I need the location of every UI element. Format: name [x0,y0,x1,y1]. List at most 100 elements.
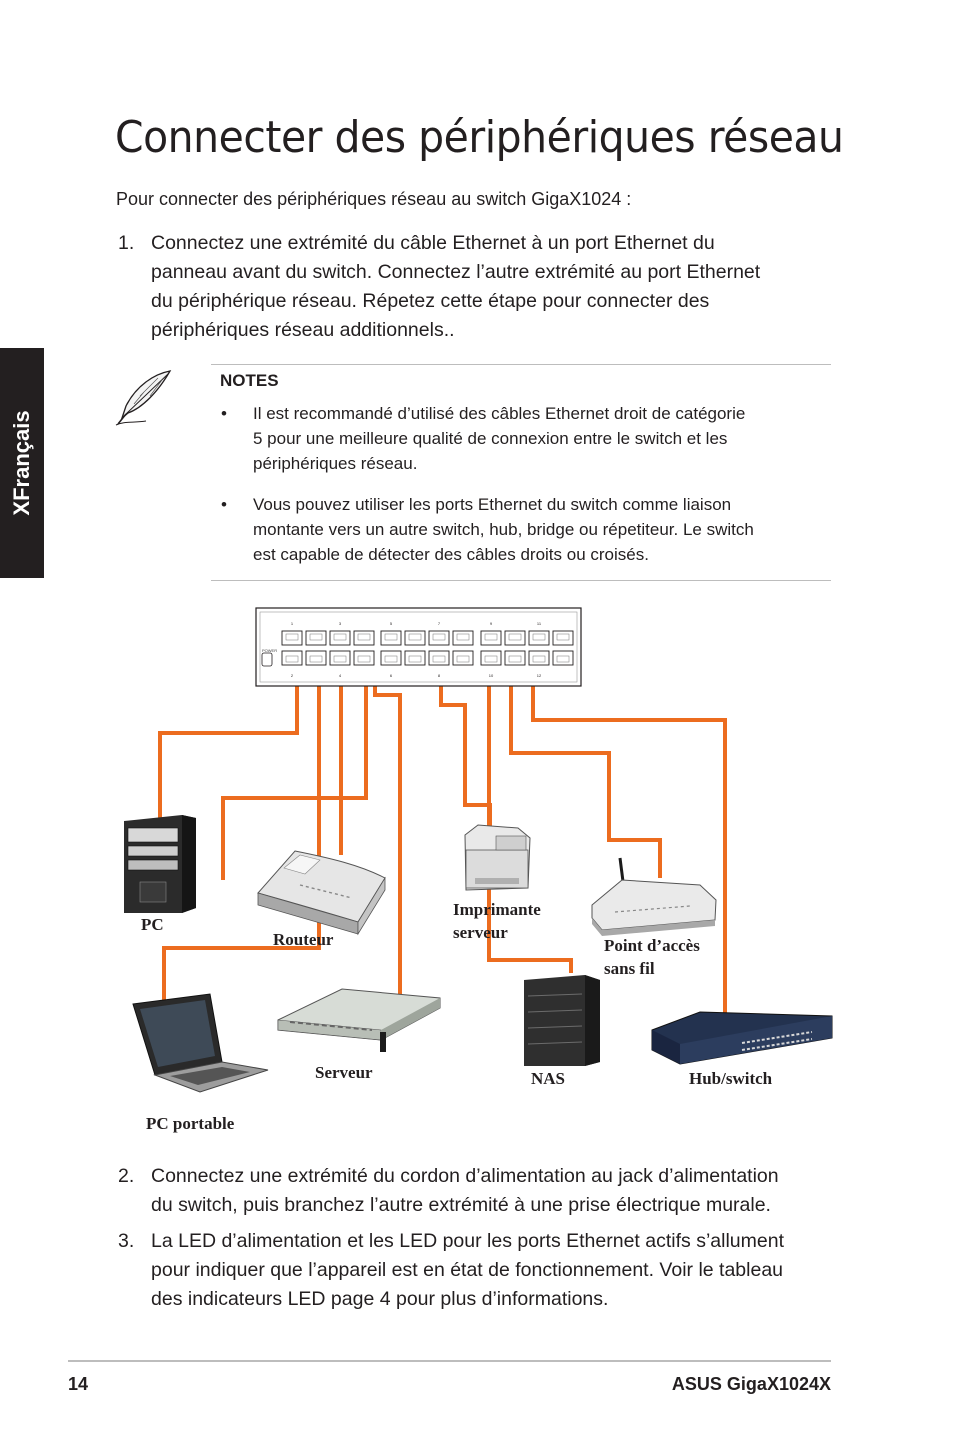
switch-port [329,630,351,646]
pc-tower-icon [124,815,196,913]
note-text: Il est recommandé d’utilisé des câbles E… [253,401,745,476]
switch-port [428,650,450,666]
note-bullet: • [221,404,227,423]
port-number-label: 8 [438,673,441,678]
notes-top-rule [211,364,831,365]
port-contacts [508,633,522,641]
side-tab-label: XFrançais [9,410,34,516]
switch-port [504,630,526,646]
cable-laptop [162,666,321,1000]
note-line: Il est recommandé d’utilisé des câbles E… [253,404,746,423]
port-contacts [408,655,422,663]
port-number-label: 1 [291,621,294,626]
printer-icon [464,824,531,891]
cable-server [221,666,368,880]
port-number-label: 9 [490,621,493,626]
nas-icon [524,975,600,1066]
feather-pen-icon [115,370,172,426]
access-point-icon [591,857,717,936]
note-line: Vous pouvez utiliser les ports Ethernet … [253,495,732,514]
switch-port [353,630,375,646]
port-contacts [333,633,347,641]
cable-server-2 [373,666,402,995]
power-led-icon [261,652,273,667]
note-item: • Vous pouvez utiliser les ports Etherne… [221,492,821,570]
step-2: 2. Connectez une extrémité du cordon d’a… [118,1162,838,1222]
cable-nas [487,666,573,973]
note-line: montante vers un autre switch, hub, brid… [253,520,754,539]
language-side-tab: XFrançais [0,348,44,578]
port-number-label: 12 [537,673,542,678]
note-bullet: • [221,495,227,514]
port-contacts [556,633,570,641]
label-printer-line1: Imprimante [453,900,541,919]
port-contacts [333,655,347,663]
step-text: La LED d’alimentation et les LED pour le… [151,1227,784,1314]
switch-port [404,630,426,646]
port-contacts [357,655,371,663]
step-number: 2. [118,1165,135,1187]
port-contacts [456,655,470,663]
intro-paragraph: Pour connecter des périphériques réseau … [116,189,632,209]
laptop-icon [132,993,269,1093]
step-line: pour indiquer que l’appareil est en état… [151,1259,784,1281]
switch-port [281,630,303,646]
switch-port [480,630,502,646]
notes-bottom-rule [211,580,831,581]
switch-port [504,650,526,666]
page-title: Connecter des périphériques réseau [115,112,844,163]
port-contacts [384,633,398,641]
switch-port [305,650,327,666]
switch-port [452,650,474,666]
port-contacts [432,655,446,663]
step-3: 3. La LED d’alimentation et les LED pour… [118,1227,838,1317]
port-number-label: 7 [438,621,441,626]
switch-port [281,650,303,666]
note-item: • Il est recommandé d’utilisé des câbles… [221,401,821,479]
label-nas: NAS [531,1069,565,1088]
switch-port [380,630,402,646]
port-contacts [408,633,422,641]
footer-rule [68,1360,831,1362]
port-contacts [532,633,546,641]
switch-power-label: POWER [262,648,277,653]
label-router: Routeur [273,930,334,949]
step-line: Connectez une extrémité du câble Etherne… [151,232,715,254]
port-contacts [432,633,446,641]
server-icon [277,988,441,1052]
switch-port [552,630,574,646]
label-pc: PC [141,915,164,934]
label-printer-line2: serveur [453,923,508,942]
router-icon [257,850,386,936]
port-contacts [484,655,498,663]
port-number-label: 2 [291,673,294,678]
switch-port [305,630,327,646]
label-hub: Hub/switch [689,1069,773,1088]
label-laptop: PC portable [146,1114,235,1133]
port-number-label: 4 [339,673,342,678]
port-contacts [357,633,371,641]
switch-port [428,630,450,646]
port-number-label: 6 [390,673,393,678]
switch-port [452,630,474,646]
switch-port [552,650,574,666]
label-access-point-line2: sans fil [604,959,655,978]
switch-port [528,650,550,666]
port-contacts [484,633,498,641]
note-line: périphériques réseau. [253,454,418,473]
step-line: La LED d’alimentation et les LED pour le… [151,1230,784,1252]
notes-heading: NOTES [220,371,279,390]
label-access-point-line1: Point d’accès [604,936,700,955]
port-contacts [384,655,398,663]
product-name: ASUS GigaX1024X [671,1374,831,1394]
port-number-label: 11 [537,621,542,626]
port-contacts [456,633,470,641]
step-line: du périphérique réseau. Répetez cette ét… [151,290,710,312]
cable-access-point [509,666,662,878]
step-line: des indicateurs LED page 4 pour plus d’i… [151,1288,609,1310]
step-number: 1. [118,232,135,254]
port-contacts [508,655,522,663]
switch-port [404,650,426,666]
step-line: du switch, puis branchez l’autre extrémi… [151,1194,771,1216]
